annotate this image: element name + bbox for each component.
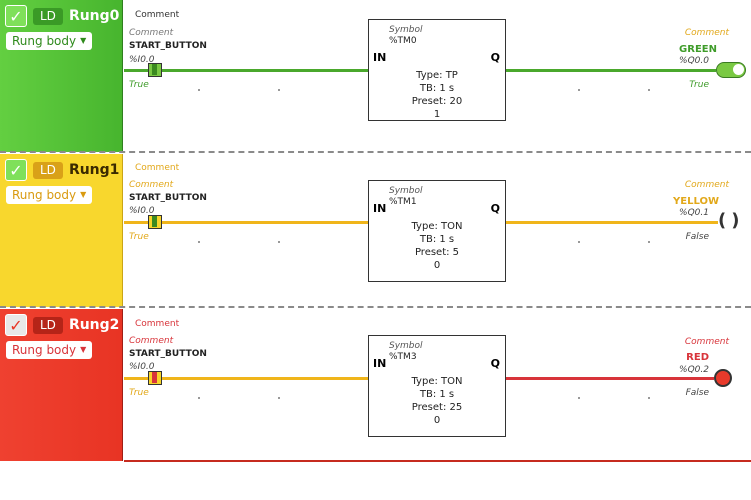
rung-0-body-dropdown[interactable]: Rung body ▼ (6, 32, 93, 50)
block-id: %TM0 (389, 36, 417, 46)
block-symbol-label: Symbol (389, 186, 423, 196)
rung-divider (0, 151, 751, 153)
contact-comment: Comment (129, 180, 174, 190)
block-value: 0 (433, 260, 441, 271)
coil-address: %Q0.1 (679, 208, 709, 218)
rung-1: ✓ LD Rung1 Rung body ▼ Comment Comment S… (0, 154, 751, 307)
rung-1-name: Rung1 (68, 162, 120, 178)
rung-0-ld-badge: LD (33, 7, 63, 25)
input-contact[interactable] (148, 63, 162, 77)
coil-comment: Comment (684, 28, 729, 38)
contact-symbol: START_BUTTON (129, 193, 207, 203)
coil-address: %Q0.2 (679, 365, 709, 375)
rung-2: ✓ LD Rung2 Rung body ▼ Comment Comment S… (0, 309, 751, 461)
block-value: 0 (433, 415, 441, 426)
coil-symbol: GREEN (679, 44, 717, 55)
rung-0-enable-checkbox[interactable]: ✓ (5, 5, 27, 27)
checkmark-icon: ✓ (9, 315, 23, 335)
rung-2-canvas: Comment Comment START_BUTTON %I0.0 True … (124, 309, 751, 461)
rung-2-enable-checkbox[interactable]: ✓ (5, 314, 27, 336)
rung-comment[interactable]: Comment (135, 163, 180, 173)
rung-0: ✓ LD Rung0 Rung body ▼ Comment Comment S… (0, 0, 751, 152)
coil-comment: Comment (684, 180, 729, 190)
input-contact[interactable] (148, 371, 162, 385)
wire-right (506, 69, 716, 72)
block-type: Type: TON (411, 376, 463, 387)
rung-1-ld-badge: LD (33, 161, 63, 179)
contact-state: True (129, 388, 149, 398)
output-coil[interactable] (716, 62, 746, 78)
rung-1-sidebar: ✓ LD Rung1 Rung body ▼ (0, 154, 123, 307)
rung-body-label: Rung body (12, 188, 77, 202)
timer-block[interactable]: Symbol %TM0 IN Q Type: TP TB: 1 s Preset… (368, 19, 506, 121)
block-type: Type: TON (411, 221, 463, 232)
block-symbol-label: Symbol (389, 341, 423, 351)
block-q-label: Q (490, 357, 500, 370)
wire-left (124, 221, 368, 224)
caret-down-icon: ▼ (80, 345, 87, 354)
timer-block[interactable]: Symbol %TM1 IN Q Type: TON TB: 1 s Prese… (368, 180, 506, 282)
wire-right (506, 221, 718, 224)
coil-state: False (685, 232, 709, 242)
contact-state: True (129, 232, 149, 242)
rung-0-canvas: Comment Comment START_BUTTON %I0.0 True … (124, 0, 751, 152)
rung-comment[interactable]: Comment (135, 319, 180, 329)
block-tb: TB: 1 s (419, 389, 455, 400)
block-id: %TM3 (389, 352, 417, 362)
rung-bottom-border (124, 460, 751, 462)
timer-block[interactable]: Symbol %TM3 IN Q Type: TON TB: 1 s Prese… (368, 335, 506, 437)
contact-address: %I0.0 (129, 206, 155, 216)
contact-address: %I0.0 (129, 362, 155, 372)
coil-symbol: RED (686, 352, 709, 363)
input-contact[interactable] (148, 215, 162, 229)
block-q-label: Q (490, 51, 500, 64)
contact-symbol: START_BUTTON (129, 41, 207, 51)
caret-down-icon: ▼ (80, 36, 87, 45)
block-value: 1 (433, 109, 441, 120)
block-in-label: IN (373, 51, 387, 64)
block-id: %TM1 (389, 197, 417, 207)
contact-address: %I0.0 (129, 55, 155, 65)
block-preset: Preset: 25 (411, 402, 463, 413)
block-in-label: IN (373, 357, 387, 370)
block-q-label: Q (490, 202, 500, 215)
block-in-label: IN (373, 202, 387, 215)
rung-body-label: Rung body (12, 343, 77, 357)
block-preset: Preset: 20 (411, 96, 463, 107)
rung-1-body-dropdown[interactable]: Rung body ▼ (6, 186, 93, 204)
block-type: Type: TP (416, 70, 458, 81)
contact-state: True (129, 80, 149, 90)
wire-left (124, 377, 368, 380)
block-tb: TB: 1 s (419, 83, 455, 94)
rung-2-name: Rung2 (68, 317, 120, 333)
rung-1-enable-checkbox[interactable]: ✓ (5, 159, 27, 181)
output-coil[interactable] (714, 369, 732, 387)
rung-divider (0, 306, 751, 308)
rung-1-canvas: Comment Comment START_BUTTON %I0.0 True … (124, 154, 751, 307)
wire-left (124, 69, 368, 72)
output-coil[interactable]: () (718, 210, 745, 231)
coil-symbol: YELLOW (673, 196, 719, 207)
rung-0-name: Rung0 (68, 8, 120, 24)
caret-down-icon: ▼ (80, 190, 87, 199)
coil-comment: Comment (684, 337, 729, 347)
block-tb: TB: 1 s (419, 234, 455, 245)
rung-2-ld-badge: LD (33, 316, 63, 334)
block-preset: Preset: 5 (414, 247, 460, 258)
contact-comment: Comment (129, 336, 174, 346)
contact-symbol: START_BUTTON (129, 349, 207, 359)
coil-address: %Q0.0 (679, 56, 709, 66)
rung-comment[interactable]: Comment (135, 10, 180, 20)
coil-state: False (685, 388, 709, 398)
rung-body-label: Rung body (12, 34, 77, 48)
block-symbol-label: Symbol (389, 25, 423, 35)
rung-0-sidebar: ✓ LD Rung0 Rung body ▼ (0, 0, 123, 152)
checkmark-icon: ✓ (9, 6, 23, 26)
wire-right (506, 377, 714, 380)
contact-comment: Comment (129, 28, 174, 38)
rung-2-body-dropdown[interactable]: Rung body ▼ (6, 341, 93, 359)
coil-state: True (689, 80, 709, 90)
checkmark-icon: ✓ (9, 160, 23, 180)
rung-2-sidebar: ✓ LD Rung2 Rung body ▼ (0, 309, 123, 461)
